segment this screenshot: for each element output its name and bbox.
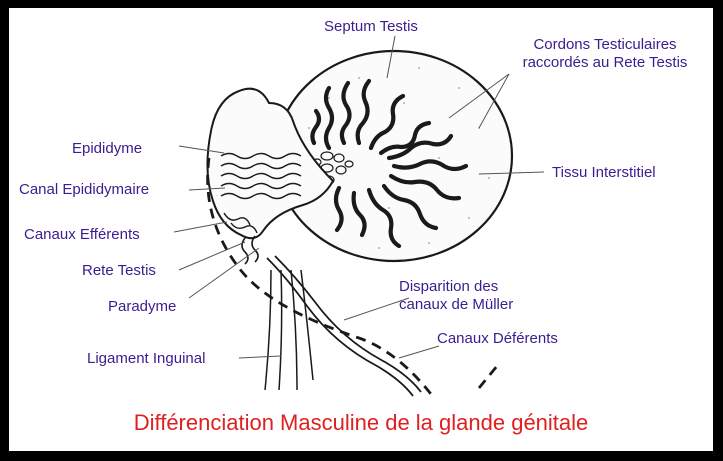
label-canaux-efferents: Canaux Efférents <box>24 226 140 244</box>
label-rete-testis: Rete Testis <box>82 262 156 280</box>
inguinal-ligament <box>265 270 313 390</box>
label-cordons-line2: raccordés au Rete Testis <box>495 54 713 72</box>
mullerian-remnant-right <box>479 366 497 388</box>
label-ligament-inguinal: Ligament Inguinal <box>87 350 205 368</box>
label-cordons-line1: Cordons Testiculaires <box>495 36 713 54</box>
label-paradyme: Paradyme <box>108 298 176 316</box>
deferent-duct <box>267 256 421 396</box>
label-cordons-testiculaires: Cordons Testiculaires raccordés au Rete … <box>495 36 713 72</box>
label-septum-testis: Septum Testis <box>324 18 418 36</box>
diagram-frame: Septum Testis Cordons Testiculaires racc… <box>9 8 713 451</box>
label-tissu-interstitiel: Tissu Interstitiel <box>552 164 656 182</box>
label-canaux-deferents: Canaux Déférents <box>437 330 558 348</box>
diagram-title: Différenciation Masculine de la glande g… <box>9 410 713 436</box>
label-canal-epididymaire: Canal Epididymaire <box>19 181 149 199</box>
label-disparition-line1: Disparition des <box>399 278 513 296</box>
label-epididyme: Epididyme <box>72 140 142 158</box>
label-disparition-canaux-muller: Disparition des canaux de Müller <box>399 278 513 314</box>
label-disparition-line2: canaux de Müller <box>399 296 513 314</box>
